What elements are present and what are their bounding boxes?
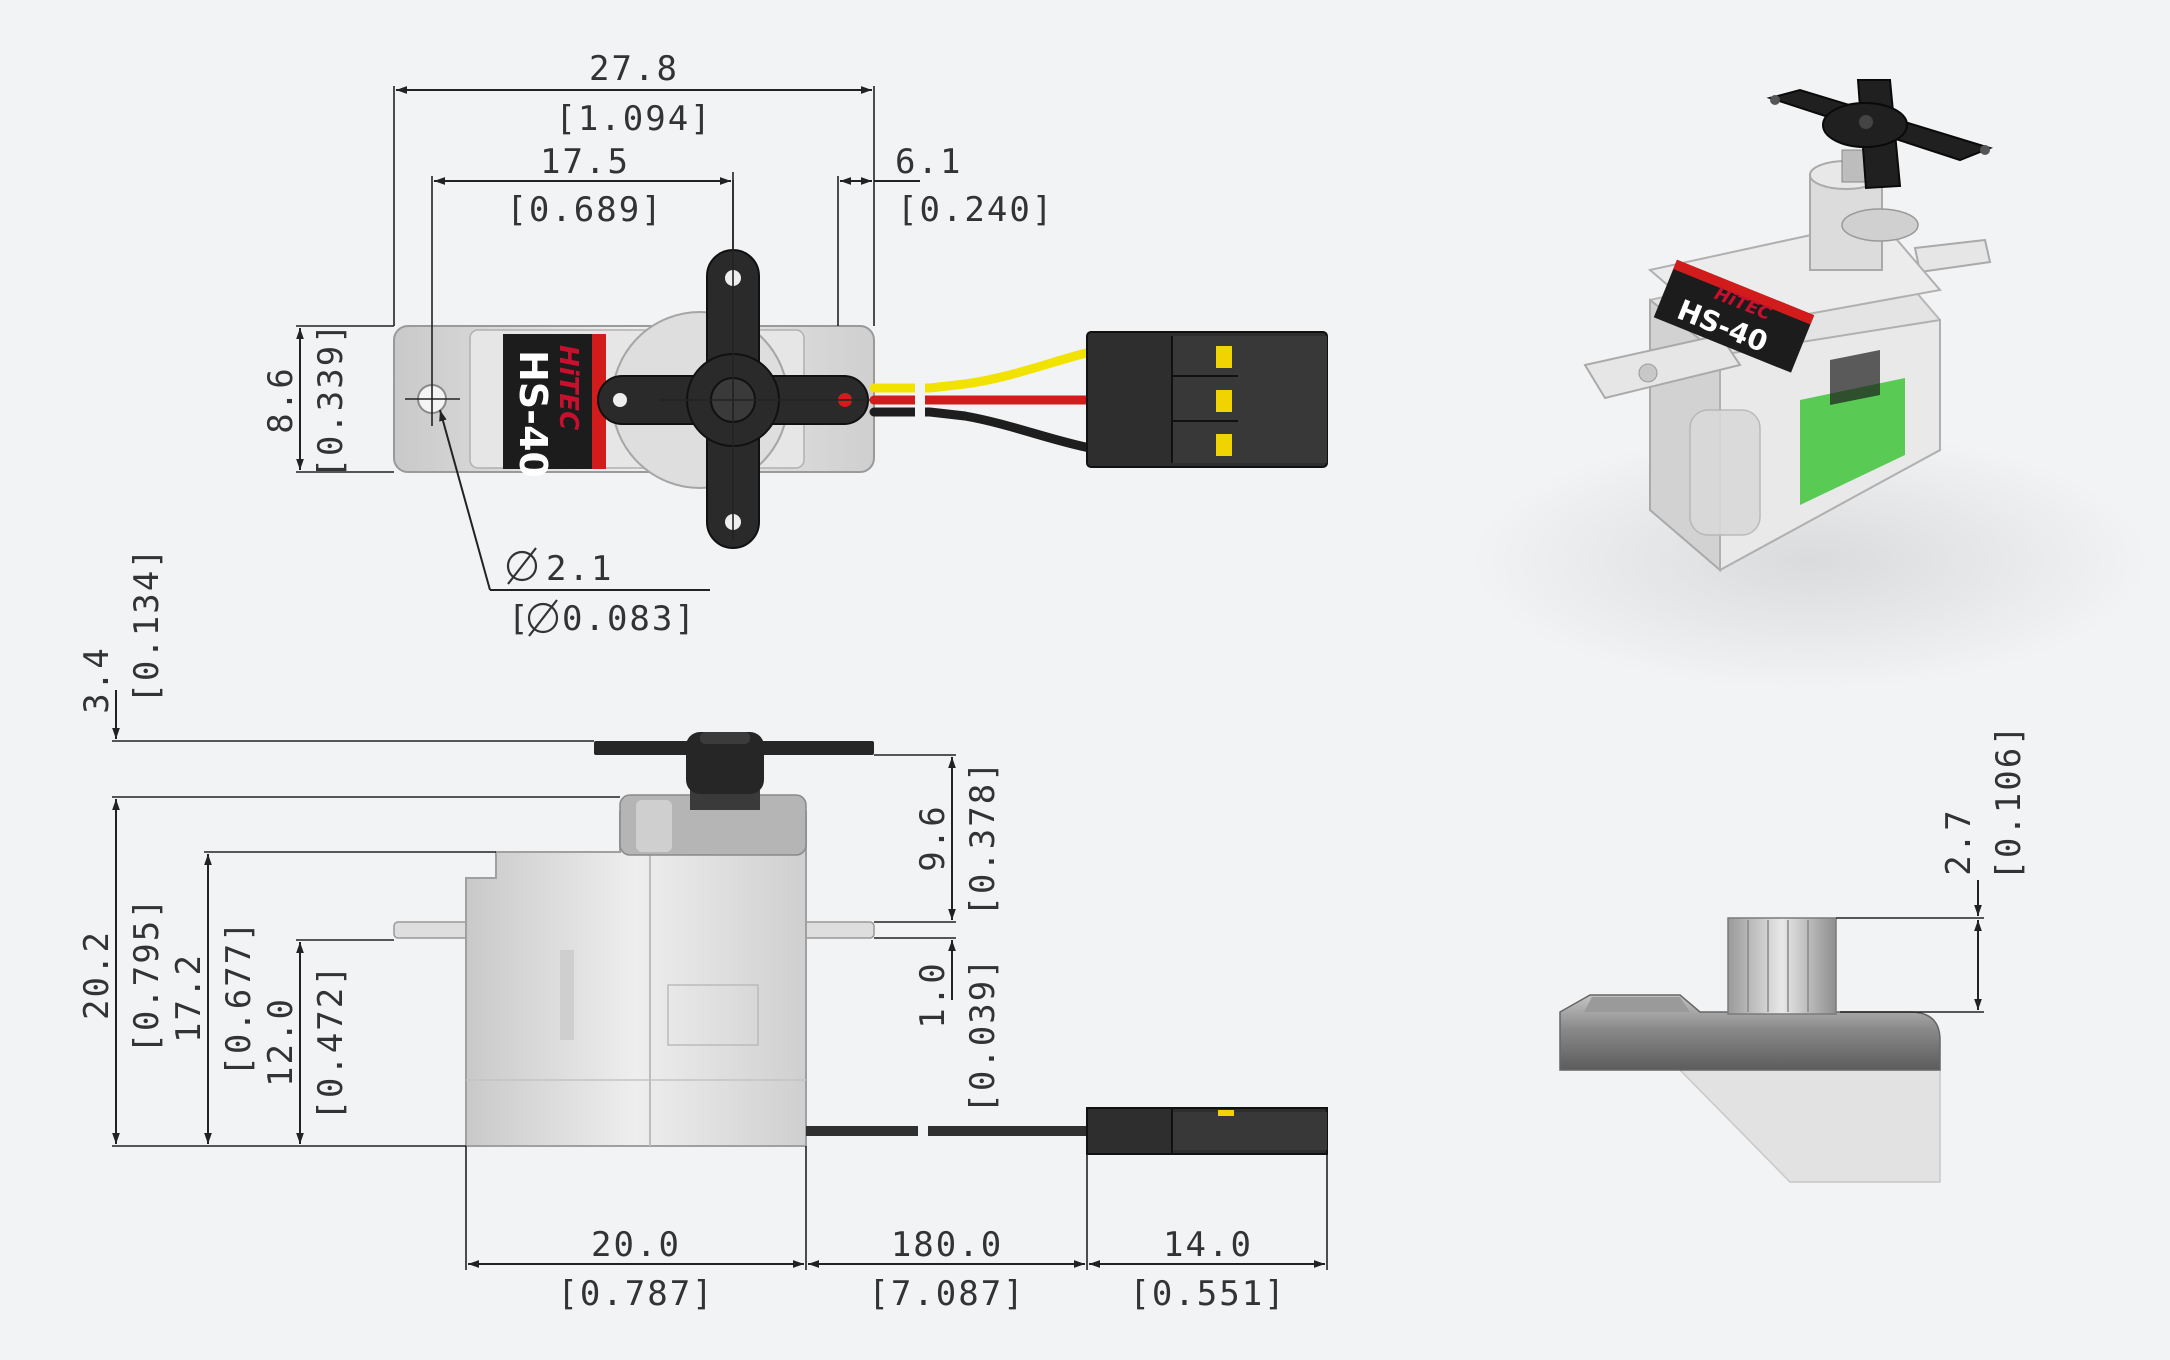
dim-overall-height-mm: 20.2 xyxy=(77,930,117,1020)
dim-tab-overhang-mm: 6.1 xyxy=(895,142,962,182)
wire-side xyxy=(806,1126,918,1136)
dim-above-tab-in: [0.378] xyxy=(963,759,1003,916)
dim-body-depth-mm: 8.6 xyxy=(261,366,301,433)
dim-mount-hole-mm: 2.1 xyxy=(546,549,613,589)
side-view: 3.4 [0.134] 20.2 [0.795] 17.2 [0.677] 12… xyxy=(77,546,1328,1314)
product-label: HS-40 HiTEC xyxy=(503,334,606,478)
wire-bundle-top xyxy=(869,347,1095,453)
dim-mount-hole-in: 0.083] xyxy=(562,599,697,639)
dim-spline-height-in: [0.106] xyxy=(1989,723,2029,880)
brand-logo-text: HiTEC xyxy=(553,345,583,430)
dim-overall-width-in: [1.094] xyxy=(555,99,712,139)
dim-tab-height-in: [0.472] xyxy=(311,963,351,1120)
dim-shaft-offset-mm: 17.5 xyxy=(540,142,630,182)
dim-overall-width-mm: 27.8 xyxy=(589,49,679,89)
output-spline xyxy=(1727,917,1837,1015)
dim-body-height-in: [0.677] xyxy=(219,919,259,1076)
dim-mount-hole-in-open: [ xyxy=(508,599,530,639)
dim-overall-height-in: [0.795] xyxy=(127,896,167,1053)
detail-view: 2.7 [0.106] xyxy=(1559,723,2029,1183)
dim-spline-height-mm: 2.7 xyxy=(1939,808,1979,875)
dim-horn-thickness-in: [0.134] xyxy=(127,546,167,703)
dim-shaft-offset-in: [0.689] xyxy=(506,190,663,230)
dim-connector-length-mm: 14.0 xyxy=(1163,1225,1253,1265)
dim-connector-length-in: [0.551] xyxy=(1129,1274,1286,1314)
servo-body-side xyxy=(465,811,807,1147)
dim-body-height-mm: 17.2 xyxy=(169,953,209,1043)
dim-wire-length-mm: 180.0 xyxy=(891,1225,1003,1265)
iso-servo-horn xyxy=(1766,79,1994,190)
dim-horn-thickness-mm: 3.4 xyxy=(77,646,117,713)
dim-body-length-mm: 20.0 xyxy=(591,1225,681,1265)
dim-tab-thickness-in: [0.039] xyxy=(963,956,1003,1113)
model-label: HS-40 xyxy=(511,350,555,478)
dim-wire-length-in: [7.087] xyxy=(868,1274,1025,1314)
dim-tab-thickness-mm: 1.0 xyxy=(913,961,953,1028)
top-view: HS-40 HiTEC xyxy=(261,49,1328,639)
diameter-symbol-icon xyxy=(527,599,559,637)
diameter-symbol-icon xyxy=(506,547,538,585)
isometric-render: HiTEC HS-40 xyxy=(1470,79,2150,690)
dim-body-length-in: [0.787] xyxy=(557,1274,714,1314)
dim-tab-height-mm: 12.0 xyxy=(261,997,301,1087)
dim-above-tab-mm: 9.6 xyxy=(913,804,953,871)
dim-tab-overhang-in: [0.240] xyxy=(897,190,1054,230)
connector-top xyxy=(1086,331,1328,468)
dim-body-depth-in: [0.339] xyxy=(311,321,351,478)
connector-side xyxy=(1086,1107,1328,1155)
